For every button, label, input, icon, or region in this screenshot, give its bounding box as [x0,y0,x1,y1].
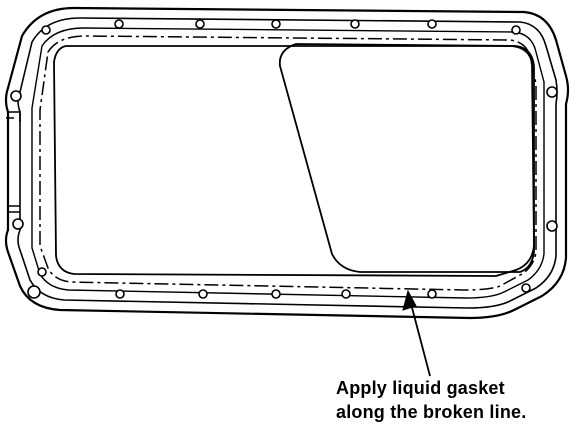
bolt-holes [10,19,558,299]
bolt-hole [41,25,51,35]
pan-inner-opening [53,45,535,277]
bolt-hole [341,289,351,299]
bolt-hole [12,218,24,230]
callout-line-2: along the broken line. [336,402,527,422]
callout-leader-line [409,299,431,377]
liquid-gasket-broken-line [39,35,537,291]
gasket-bead-line [31,27,545,299]
bolt-hole [427,19,437,29]
bolt-hole [546,86,558,98]
bolt-hole [427,289,437,299]
bolt-hole [198,289,208,299]
bolt-hole [10,90,22,102]
callout-line-1: Apply liquid gasket [336,378,505,398]
bolt-hole [115,289,125,299]
bolt-hole [114,19,124,29]
bolt-hole [521,283,531,293]
bolt-hole [271,289,281,299]
bolt-hole [271,19,281,29]
bolt-hole [27,285,41,299]
callout-arrowhead [402,289,417,311]
left-flange-notch-upper [6,111,21,122]
bolt-hole [350,19,360,29]
flange-outer-edge [4,6,570,320]
left-flange-notch-lower [8,205,20,213]
bolt-hole [546,220,558,232]
bolt-hole [511,25,521,35]
pan-sump-well [278,43,535,273]
bolt-hole [37,267,47,277]
flange-inner-edge [17,17,558,309]
callout-label: Apply liquid gasket along the broken lin… [336,376,572,424]
bolt-hole [195,19,205,29]
